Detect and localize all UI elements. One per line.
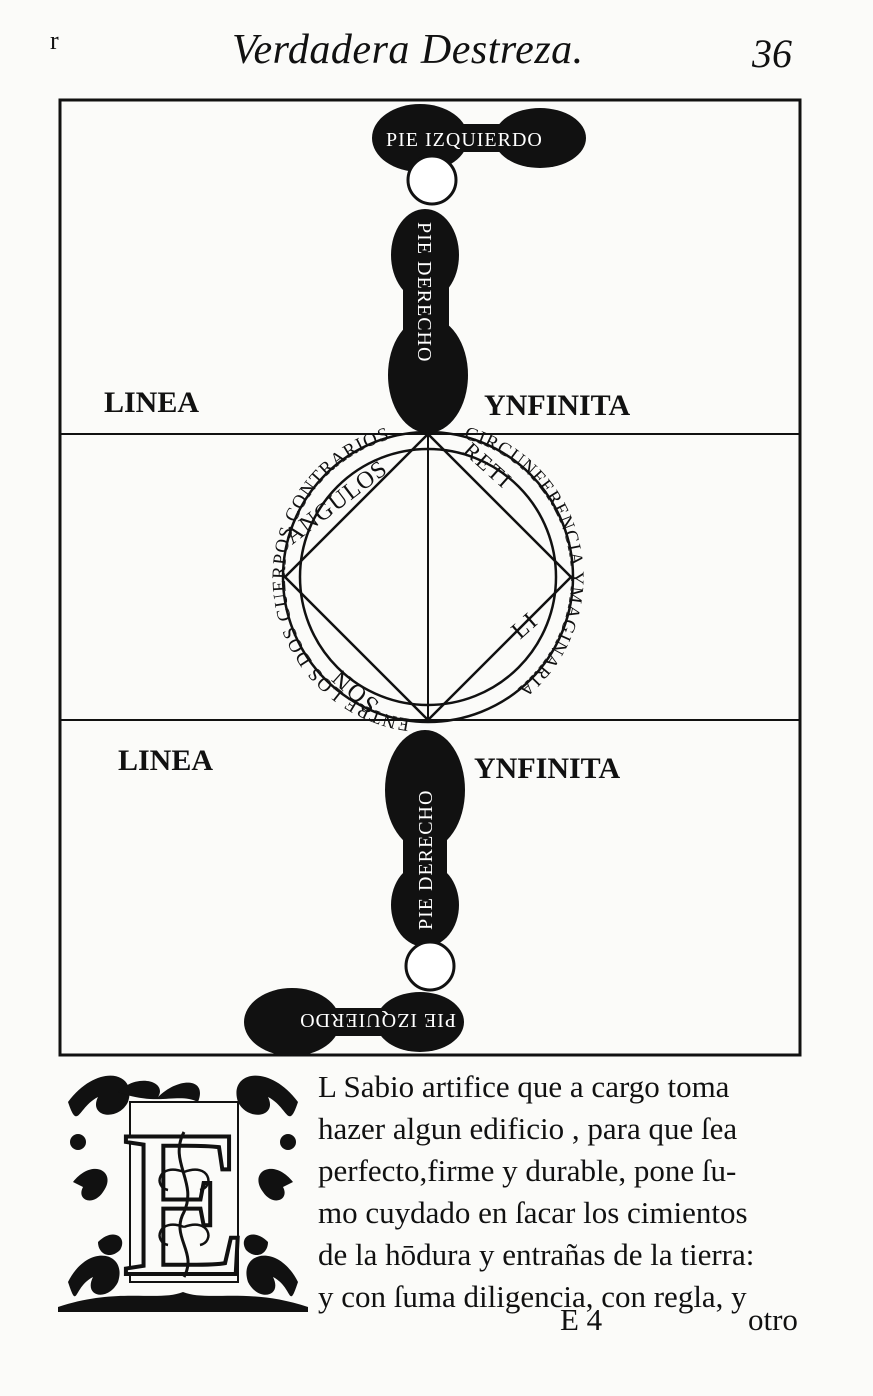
step-circle-bottom: [404, 940, 456, 992]
running-header-title: Verdadera Destreza.: [232, 27, 584, 73]
svg-text:LI: LI: [507, 607, 544, 644]
catchword: otro: [748, 1302, 798, 1337]
svg-text:PIE DERECHO: PIE DERECHO: [415, 790, 437, 930]
foot-bottom-left: PIE IZQUIERDO: [244, 988, 464, 1056]
svg-text:PIE DERECHO: PIE DERECHO: [413, 222, 435, 362]
figure-frame: [58, 98, 802, 1057]
inner-text-li: LI: [507, 607, 542, 644]
lower-line-label-right: YNFINITA: [474, 752, 620, 785]
text-line: de la hōdura y entrañas de la tierra:: [318, 1237, 755, 1272]
text-line: L Sabio artifice que a cargo toma: [318, 1069, 730, 1104]
initial-letter: E: [120, 1088, 248, 1312]
upper-line-label-right: YNFINITA: [484, 389, 630, 422]
body-text: L Sabio artifice que a cargo toma hazer …: [318, 1066, 754, 1318]
foot-top-left: PIE IZQUIERDO: [372, 104, 586, 172]
text-line: mo cuydado en ſacar los cimientos: [318, 1195, 748, 1230]
upper-line-label-left: LINEA: [104, 386, 199, 419]
step-circle-top: [406, 154, 458, 206]
fencing-diagram: ENTRE LOS DOS CUERPOS CONTRARIOS CIRCUNF…: [58, 98, 802, 1057]
decorated-initial: E: [58, 1062, 308, 1312]
text-line: y con ſuma diligencia, con regla, y: [318, 1279, 747, 1314]
page-number: 36: [752, 31, 792, 76]
signature-mark: E 4: [560, 1302, 603, 1337]
svg-text:PIE IZQUIERDO: PIE IZQUIERDO: [386, 129, 543, 151]
text-line: hazer algun edificio , para que ſea: [318, 1111, 738, 1146]
text-line: perfecto,firme y durable, pone ſu-: [318, 1153, 737, 1188]
foot-right-lower: PIE DERECHO: [385, 730, 465, 947]
foot-right-upper: PIE DERECHO: [388, 209, 468, 433]
printer-mark: r: [50, 26, 59, 55]
svg-text:PIE IZQUIERDO: PIE IZQUIERDO: [299, 1009, 456, 1031]
lower-line-label-left: LINEA: [118, 744, 213, 777]
